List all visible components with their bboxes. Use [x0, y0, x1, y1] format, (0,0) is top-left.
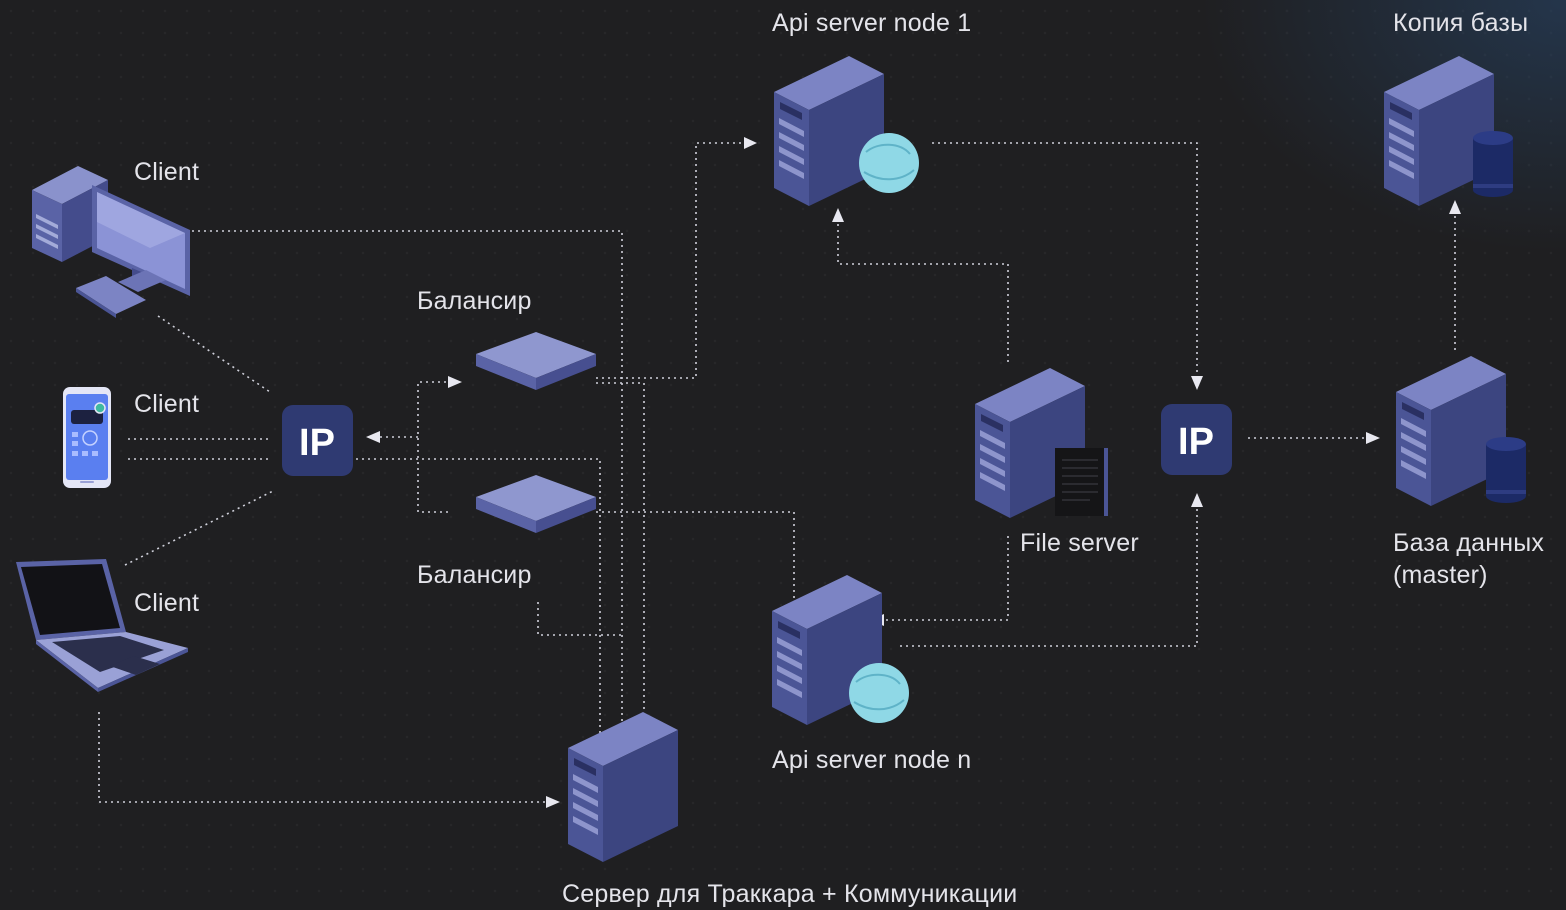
database-replica-icon: [1384, 56, 1513, 206]
tracker-server-label: Сервер для Траккара + Коммуникации: [562, 880, 1018, 908]
tracker-server-icon: [568, 712, 678, 862]
arrow-to-tracker-left: [546, 796, 560, 808]
ip-front-box: IP: [282, 405, 353, 476]
connector-fileserver-api1: [837, 218, 1009, 362]
smartphone-icon: [63, 387, 111, 488]
client-phone-label: Client: [134, 390, 200, 418]
connector-balancers-ip: [417, 381, 452, 513]
laptop-icon: [16, 559, 188, 692]
api-node-1-label: Api server node 1: [772, 9, 972, 37]
arrow-to-ip-front: [366, 431, 380, 443]
arrow-to-ipback-top: [1191, 376, 1203, 390]
db-master-label-line2: (master): [1393, 561, 1488, 589]
connector-api1-ipback: [932, 142, 1198, 378]
balancer-bottom-label: Балансир: [417, 561, 532, 589]
db-replica-label: Копия базы: [1393, 9, 1529, 37]
client-laptop-label: Client: [134, 589, 200, 617]
balancer-bottom-icon: [476, 475, 596, 533]
connector-desktop-ip: [157, 315, 271, 393]
connector-fileserver-apin: [880, 536, 1009, 621]
client-desktop-label: Client: [134, 158, 200, 186]
connector-balancer-api1: [596, 142, 748, 379]
ip-back-box: IP: [1161, 404, 1232, 475]
connector-ip-tracker: [356, 458, 601, 742]
arrow-to-ipback-bottom: [1191, 493, 1203, 507]
file-server-label: File server: [1020, 529, 1139, 557]
balancer-top-icon: [476, 332, 596, 390]
document-icon: [1055, 448, 1108, 516]
connector-laptop-tracker: [98, 712, 550, 803]
connector-balancer-bottom-tracker: [537, 602, 622, 636]
database-master-icon: [1396, 356, 1526, 506]
api-server-node-n-icon: [772, 575, 909, 725]
connector-desktop-tracker: [192, 230, 623, 740]
connector-laptop-ip: [124, 489, 276, 566]
balancer-top-label: Балансир: [417, 287, 532, 315]
database-cylinder-icon: [1473, 131, 1513, 197]
connector-apin-ipback: [900, 505, 1198, 647]
arrowheads: [366, 137, 1461, 808]
ip-front-label: IP: [299, 422, 335, 464]
api-server-node-1-icon: [774, 56, 919, 206]
database-cylinder-icon: [1486, 437, 1526, 503]
arrow-to-api1-bottom: [832, 208, 844, 222]
connectors: [98, 142, 1456, 803]
ip-back-label: IP: [1178, 421, 1214, 463]
arrow-to-db-replica: [1449, 200, 1461, 214]
db-master-label-line1: База данных: [1393, 529, 1545, 557]
globe-icon: [859, 133, 919, 193]
file-server-icon: [975, 368, 1108, 518]
globe-icon: [849, 663, 909, 723]
arrow-to-api1: [744, 137, 757, 149]
api-node-n-label: Api server node n: [772, 746, 972, 774]
arrow-to-db-master: [1366, 432, 1380, 444]
desktop-computer-icon: [32, 166, 190, 318]
connector-balancer-top-tracker: [596, 382, 645, 722]
arrow-to-balancer-top: [448, 376, 462, 388]
connector-balancer-apin: [596, 511, 795, 610]
